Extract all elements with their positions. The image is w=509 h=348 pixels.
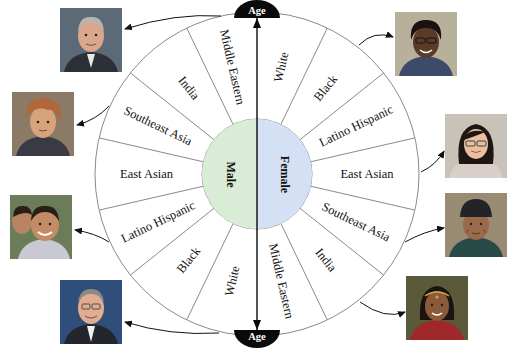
sector-label: East Asian: [339, 167, 394, 181]
gender-half: Male: [202, 119, 257, 229]
gender-label: Female: [277, 155, 292, 192]
sector-label: East Asian: [119, 167, 174, 181]
leader-arrows: [75, 16, 444, 334]
group-name: East Asian: [339, 167, 394, 181]
gender-label: Male: [222, 161, 237, 187]
face-photo: [10, 195, 72, 259]
face-photo: [12, 92, 74, 156]
face-photo: [60, 8, 122, 72]
face-photo: [445, 114, 507, 178]
face-photo: [60, 280, 122, 344]
age-tab: Age: [234, 0, 280, 18]
axis-label: Age: [234, 0, 280, 17]
shape-fill: [202, 119, 257, 229]
axis-label: Age: [234, 330, 280, 343]
gender-half: Female: [257, 119, 312, 229]
outer-ring: [95, 12, 419, 336]
shape-fill: [234, 330, 280, 348]
shape-fill: [257, 119, 312, 229]
face-photo: [406, 276, 468, 340]
age-tab: Age: [234, 330, 280, 348]
group-name: East Asian: [119, 167, 174, 181]
face-photo: [395, 12, 457, 76]
face-photo: [445, 193, 507, 257]
age-axis-arrow: [256, 18, 257, 330]
shape-fill: [234, 0, 280, 18]
